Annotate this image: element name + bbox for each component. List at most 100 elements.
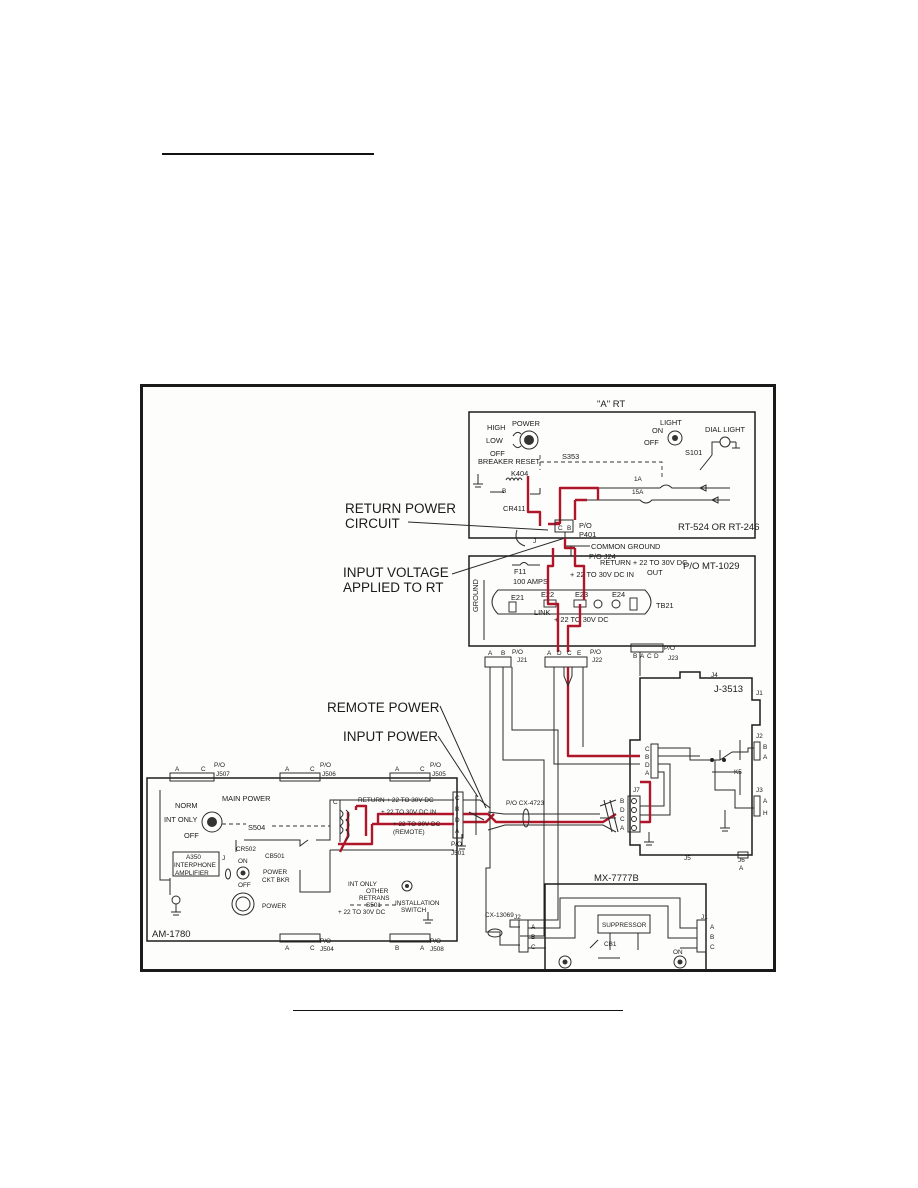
amp-s501-label: S501 xyxy=(366,902,381,909)
jbox-j7-pin-b: B xyxy=(620,798,624,805)
jbox-j6-pin-a: A xyxy=(739,865,744,872)
amp-a350-1: A350 xyxy=(186,854,201,861)
mount-box xyxy=(468,555,756,647)
amp-cb-off-label: OFF xyxy=(238,882,251,889)
callout-input-power: INPUT POWER xyxy=(343,729,438,744)
mount-model-label: P/O MT-1029 xyxy=(683,561,740,572)
amp-j501-po: P/O xyxy=(451,841,462,848)
rt-s353-label: S353 xyxy=(562,452,579,461)
amp-j506-po: P/O xyxy=(320,762,331,769)
j23-label: J23 xyxy=(668,655,679,662)
amp-cb501-label: CB501 xyxy=(265,853,285,860)
rt-light-switch-icon xyxy=(667,430,683,446)
callout-input-voltage-1: INPUT VOLTAGE xyxy=(343,565,449,580)
mount-out-label: OUT xyxy=(647,568,663,577)
amp-main-power-switch-icon xyxy=(201,811,223,833)
amp-j505: A C P/O J505 xyxy=(389,762,446,782)
jbox-j7-pin-d: D xyxy=(620,807,625,814)
rt-s101-label: S101 xyxy=(685,448,702,457)
mount-j23-connector: B A C D P/O J23 xyxy=(630,643,679,662)
amp-j-label: J xyxy=(222,855,225,862)
mx-j1-pin-a: A xyxy=(710,924,715,931)
mount-f11-label: F11 xyxy=(514,567,526,576)
amp-remote-label: (REMOTE) xyxy=(393,829,425,836)
amp-int-only-sw-label: INT ONLY xyxy=(348,881,378,888)
mount-terminal-e21 xyxy=(508,601,517,613)
amp-in-label: + 22 TO 30V DC IN xyxy=(381,809,437,816)
callout-remote-power: REMOTE POWER xyxy=(327,700,440,715)
mount-in-label: + 22 TO 30V DC IN xyxy=(570,570,634,579)
rt-light-label: LIGHT xyxy=(660,418,682,427)
amp-j507: A C P/O J507 xyxy=(169,762,230,782)
rt-pin-b: B xyxy=(567,525,571,532)
amp-dc-label: + 22 TO 30V DC xyxy=(338,909,386,916)
mount-amps-label: 100 AMPS xyxy=(513,577,548,586)
mount-e23-label: E23 xyxy=(575,590,588,599)
mx-on-label: ON xyxy=(673,949,683,956)
mount-section: P/O MT-1029 RETURN + 22 TO 30V DC OUT + … xyxy=(468,538,756,668)
amp-other-label: OTHER xyxy=(366,888,389,895)
amp-norm-label: NORM xyxy=(175,801,198,810)
rt-section: "A" RT RT-524 OR RT-246 HIGH POWER LOW O… xyxy=(468,399,760,547)
mx-title: MX-7777B xyxy=(594,873,639,884)
amp-s504-label: S504 xyxy=(248,823,265,832)
j23-pin-d: D xyxy=(654,653,659,660)
rt-power-switch-icon xyxy=(512,430,539,450)
amp-j507-po: P/O xyxy=(214,762,225,769)
amp-a350-2: INTERPHONE xyxy=(174,862,216,869)
amp-j505-label: J505 xyxy=(432,771,446,778)
jbox-j3-pin-h: H xyxy=(763,810,768,817)
amp-off-label: OFF xyxy=(184,831,199,840)
amp-a350-block xyxy=(172,851,220,877)
j21-label: J21 xyxy=(517,657,528,664)
rt-dial-light-label: DIAL LIGHT xyxy=(705,425,745,434)
mx-cb1-switch-icon xyxy=(558,955,572,969)
rt-low-label: LOW xyxy=(486,436,503,445)
amp-installation-1: INSTALLATION xyxy=(395,900,440,907)
j23-pin-b: B xyxy=(633,653,637,660)
rt-breaker-reset-label: BREAKER RESET xyxy=(478,457,541,466)
amp-installation-2: SWITCH xyxy=(401,907,427,914)
amp-j507-label: J507 xyxy=(216,771,230,778)
mount-e21-label: E21 xyxy=(511,593,524,602)
amp-j506-pin-c: C xyxy=(310,766,315,773)
heading-underline xyxy=(162,153,374,155)
jbox-j7-pin-a: A xyxy=(620,825,625,832)
cable-cx13069-label: CX-13069 xyxy=(485,912,514,919)
j23-pin-a: A xyxy=(640,653,645,660)
amp-j501-pin-a: A xyxy=(455,828,460,835)
rt-power-label: POWER xyxy=(512,419,540,428)
jbox-outline xyxy=(629,671,761,856)
mx-on-switch-icon xyxy=(673,955,687,969)
amp-box xyxy=(146,777,458,942)
rt-fuse-1a-label: 1A xyxy=(634,476,643,483)
jbox-pin-a: A xyxy=(645,770,650,777)
jbox-title: J-3513 xyxy=(714,684,743,695)
rt-off-label: OFF xyxy=(490,449,505,458)
j21-pin-a: A xyxy=(488,650,493,657)
mx-cb1-label: CB1 xyxy=(604,941,617,948)
amp-main-power-label: MAIN POWER xyxy=(222,794,270,803)
rt-section-title: "A" RT xyxy=(597,399,625,410)
rt-cr411-label: CR411 xyxy=(503,504,525,513)
amp-j508-pin-b: B xyxy=(395,945,399,952)
mount-return-label: RETURN + 22 TO 30V DC xyxy=(600,558,688,567)
amp-power-label: POWER xyxy=(262,903,287,910)
amp-j504-label: J504 xyxy=(320,946,334,953)
mount-link-label: LINK xyxy=(534,608,551,617)
rt-fuse-15a-label: 15A xyxy=(632,489,644,496)
callout-input-voltage-2: APPLIED TO RT xyxy=(343,580,444,595)
cable-cx4723-label: P/O CX-4723 xyxy=(506,800,544,807)
callouts: RETURN POWER CIRCUIT INPUT VOLTAGE APPLI… xyxy=(327,501,566,809)
j23-pin-c: C xyxy=(647,653,652,660)
jbox-pin-d: D xyxy=(645,762,650,769)
mx-j1-connector: J1 A B C xyxy=(696,914,715,953)
mx-section: MX-7777B J2 A B C J1 A B C SUPPRESSOR CB… xyxy=(514,873,715,971)
jbox-j3-pin-a: A xyxy=(763,798,768,805)
j22-pin-e: E xyxy=(577,650,581,657)
amp-j505-pin-a: A xyxy=(395,766,400,773)
j22-pin-a: A xyxy=(547,650,552,657)
jbox-j4: J4 xyxy=(711,672,718,679)
rt-p401-label-2: P401 xyxy=(579,530,596,539)
